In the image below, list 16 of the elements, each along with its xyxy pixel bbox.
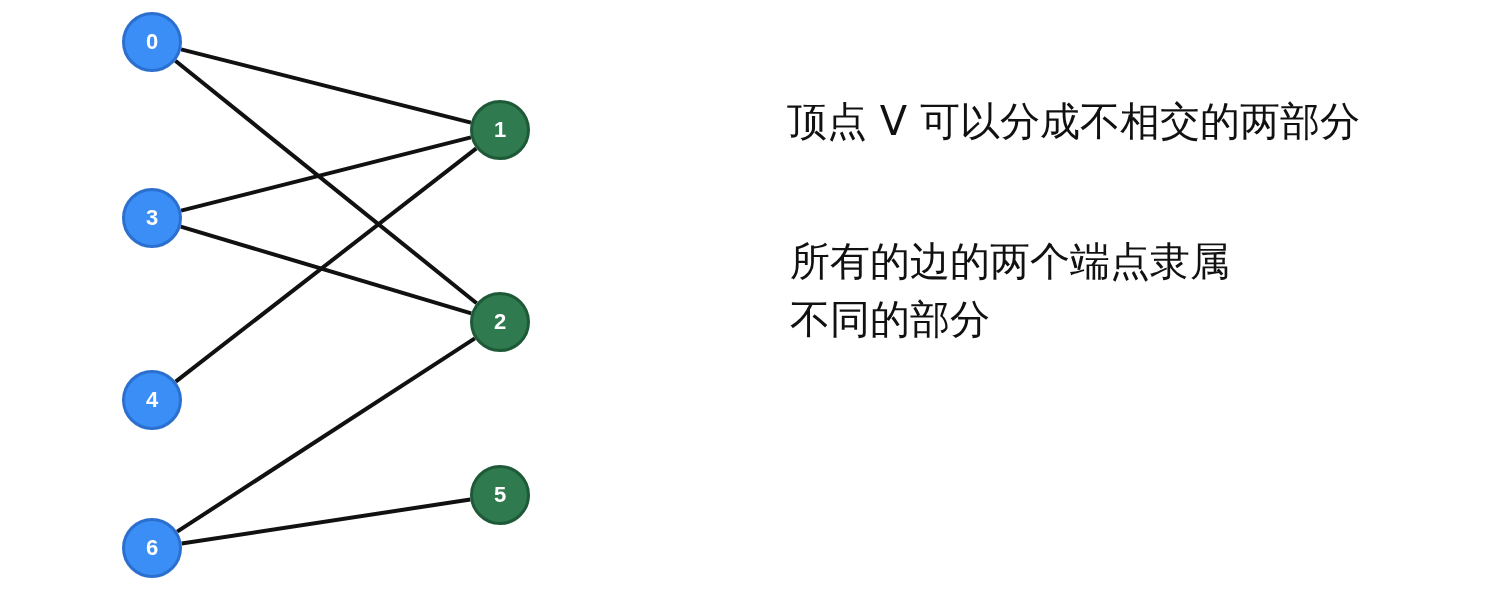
- edge-line: [176, 336, 476, 534]
- vertex-circle: 2: [470, 292, 530, 352]
- edge-line: [180, 224, 472, 316]
- edge-line: [174, 59, 478, 305]
- vertex-circle: 0: [122, 12, 182, 72]
- vertex-circle: 4: [122, 370, 182, 430]
- vertex-circle: 3: [122, 188, 182, 248]
- edge-line: [174, 146, 478, 384]
- description-text: 所有的边的两个端点隶属不同的部分: [790, 237, 1231, 344]
- edge-line: [180, 47, 472, 125]
- edge-line: [180, 135, 472, 213]
- description-text: 顶点 V 可以分成不相交的两部分: [787, 97, 1360, 146]
- vertex-circle: 5: [470, 465, 530, 525]
- vertex-circle: 6: [122, 518, 182, 578]
- edge-line: [181, 497, 471, 546]
- vertex-circle: 1: [470, 100, 530, 160]
